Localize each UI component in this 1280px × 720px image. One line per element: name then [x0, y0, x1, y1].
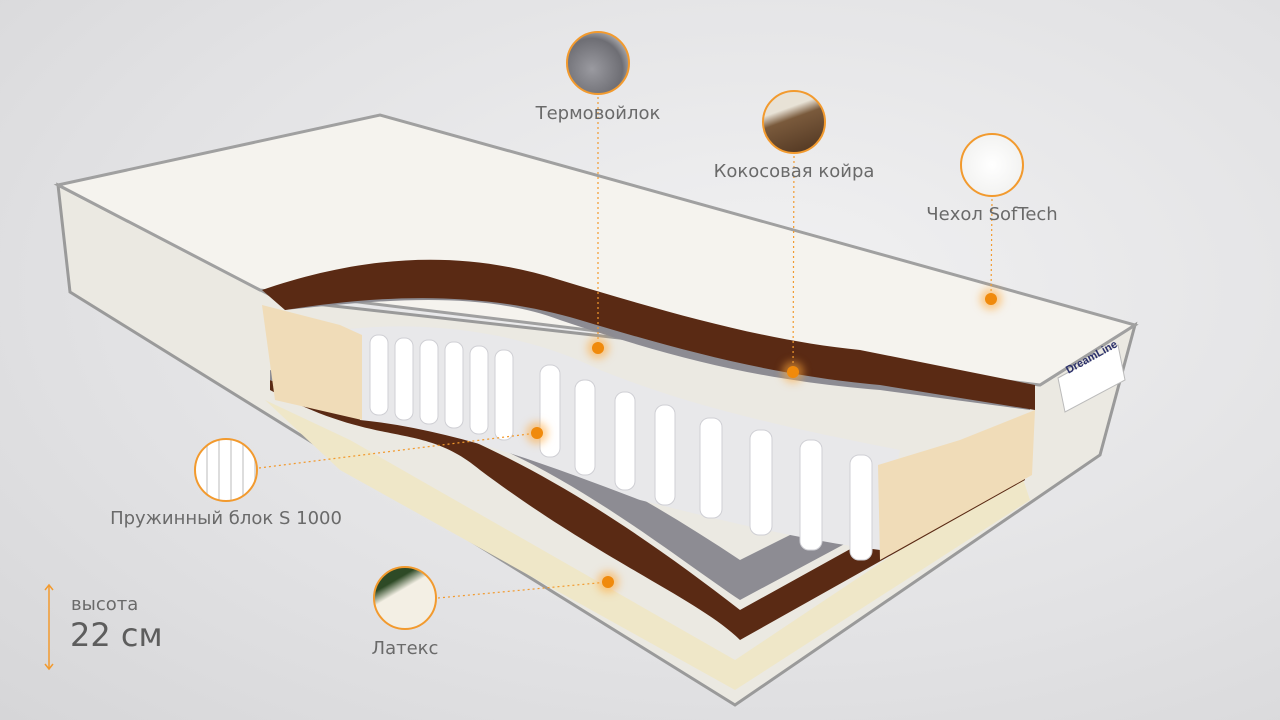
hotspot-termovoylok[interactable] [592, 342, 604, 354]
hotspot-cover[interactable] [985, 293, 997, 305]
brand-tag [1057, 344, 1126, 413]
callout-label-cover: Чехол SofTech [926, 204, 1058, 225]
callout-label-termovoylok: Термовойлок [535, 103, 661, 124]
height-value: 22 см [70, 616, 163, 654]
coconut-thumbnail [762, 90, 826, 154]
springs-thumbnail [194, 438, 258, 502]
lower-coconut-layer [270, 380, 1025, 640]
callout-label-coconut: Кокосовая койра [713, 161, 875, 182]
callout-label-latex: Латекс [371, 638, 439, 659]
height-arrow-icon [44, 583, 54, 671]
hotspot-springs[interactable] [531, 427, 543, 439]
height-label: высота [71, 594, 139, 615]
latex-thumbnail [373, 566, 437, 630]
upper-coconut-layer [262, 259, 1035, 410]
termovoylok-thumbnail [566, 31, 630, 95]
leader-lines [258, 97, 993, 599]
callout-label-springs: Пружинный блок S 1000 [110, 508, 342, 529]
mattress-top-quilted [53, 113, 1139, 387]
hotspot-coconut[interactable] [787, 366, 799, 378]
latex-layer [265, 400, 1030, 690]
foam-edge-left [262, 305, 362, 420]
pocket-springs [369, 334, 873, 561]
hotspot-latex[interactable] [602, 576, 614, 588]
cover-thumbnail [960, 133, 1024, 197]
foam-edge-right [878, 410, 1035, 560]
